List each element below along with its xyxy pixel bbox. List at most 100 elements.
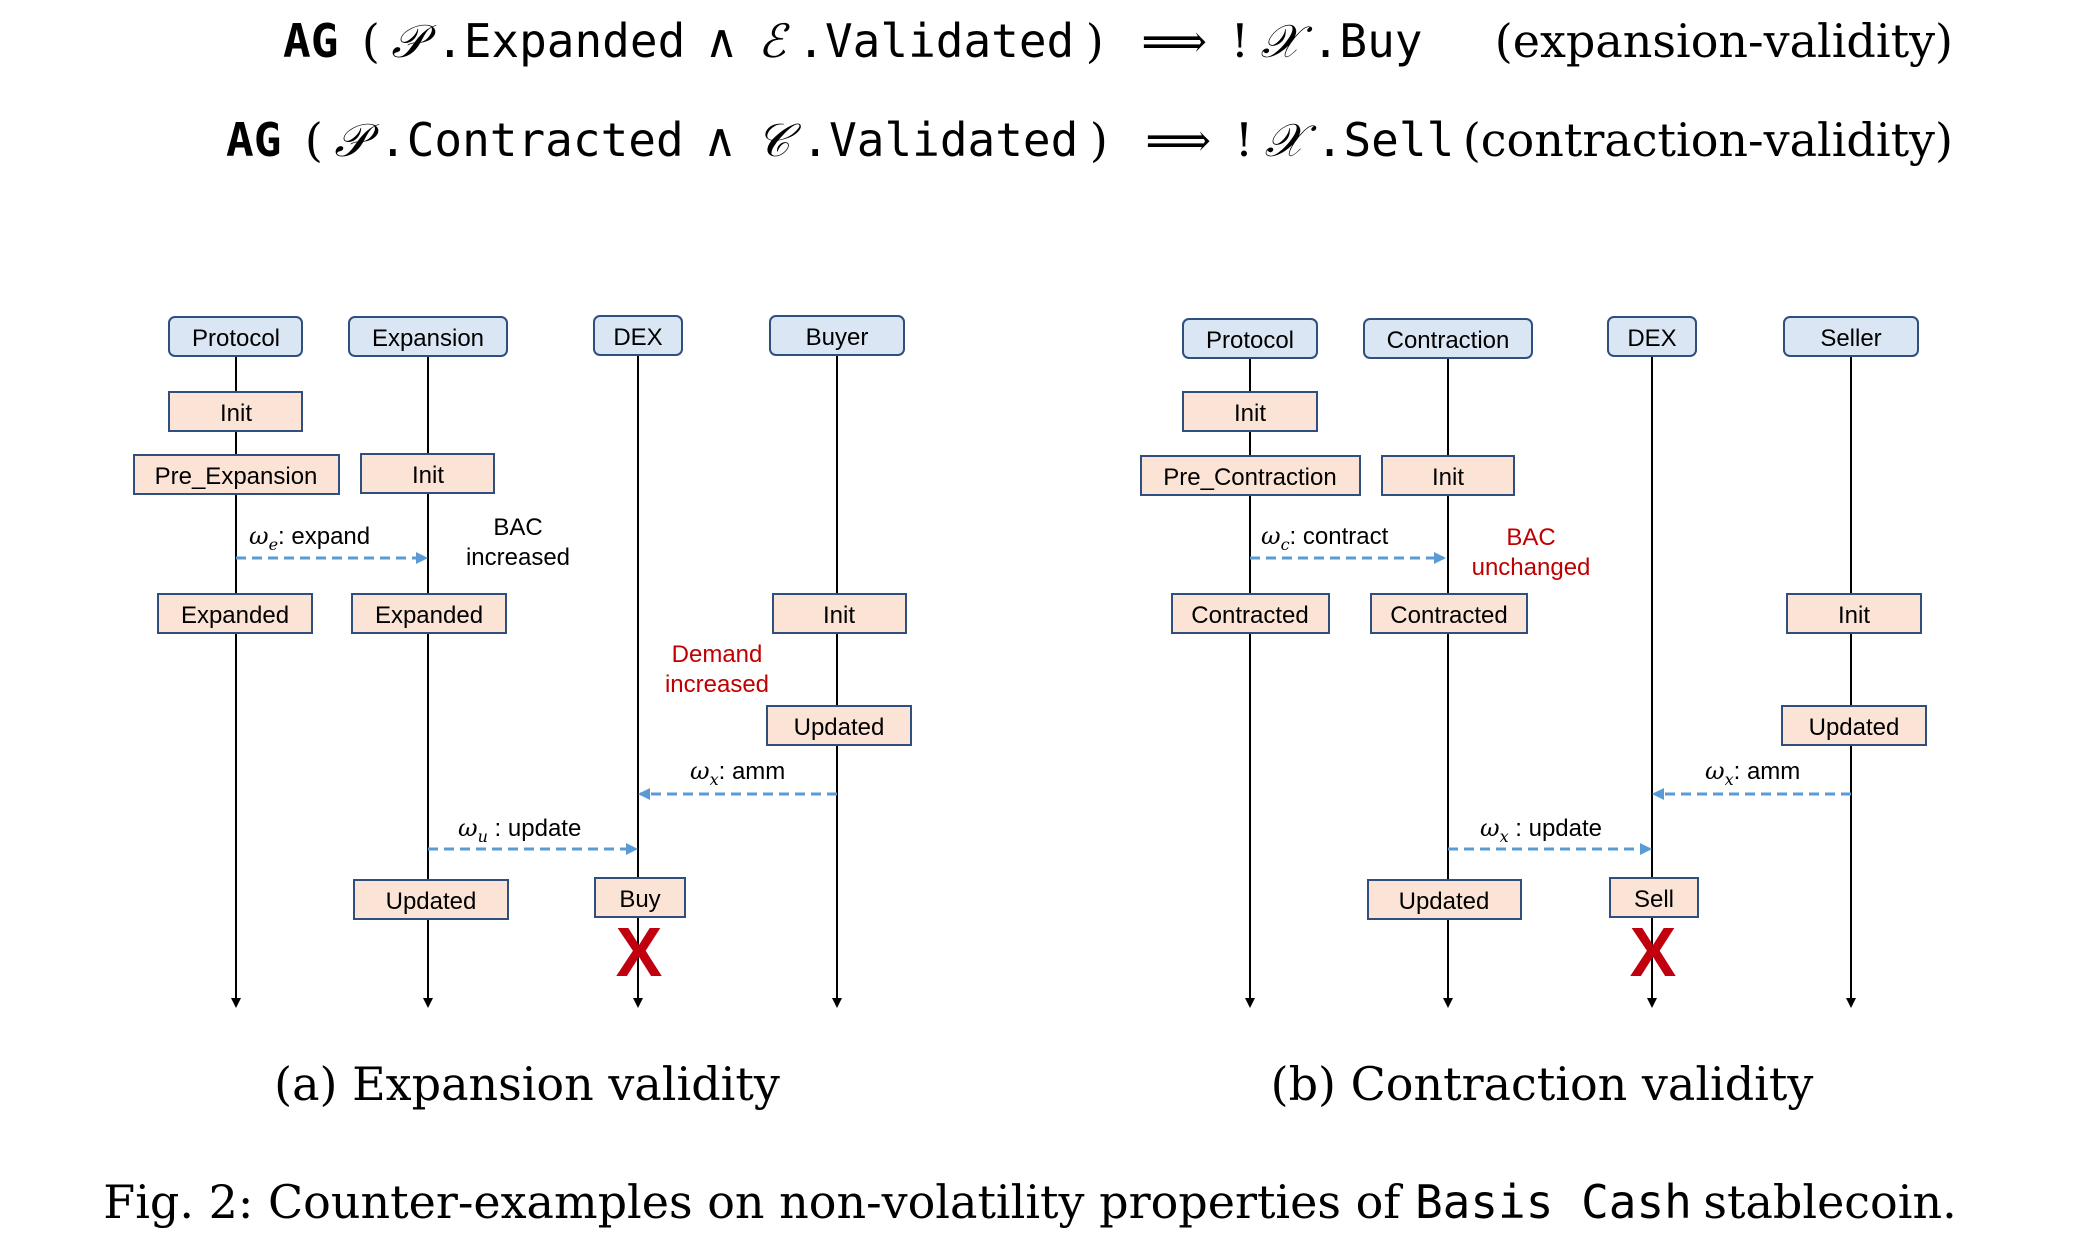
open-paren: (	[362, 14, 380, 68]
sequence-diagram-expansion: Protocol Expansion DEX Buyer Init Pre_Ex…	[133, 315, 912, 1111]
state-label: Expanded	[181, 602, 289, 629]
state-box	[360, 453, 495, 494]
header-seller-label: Seller	[1820, 325, 1881, 352]
state-box	[1367, 879, 1522, 920]
formula-contraction-validity: AG ( 𝒫 .Contracted ∧ 𝒞 .Validated ) ⟹ ! …	[226, 113, 1953, 167]
protocol-state: .Expanded	[436, 14, 685, 68]
header-expansion	[348, 316, 508, 357]
state-box	[1781, 705, 1927, 746]
sequence-diagram-contraction: Protocol Contraction DEX Seller Init Pre…	[1140, 316, 1927, 1111]
implies-operator: ⟹	[1145, 113, 1211, 167]
message-label: ωx : update	[1480, 814, 1602, 846]
header-buyer-label: Buyer	[806, 324, 869, 351]
header-protocol	[168, 316, 303, 357]
message-label: ωx: amm	[690, 757, 785, 789]
expansion-state: .Validated	[797, 14, 1074, 68]
state-label: Buy	[619, 886, 660, 913]
state-box	[353, 879, 509, 920]
header-contraction	[1363, 318, 1533, 359]
message-label: ωc: contract	[1261, 522, 1389, 554]
state-box	[1140, 455, 1361, 496]
implies-operator: ⟹	[1141, 14, 1207, 68]
state-box	[766, 705, 912, 746]
alert-note-line: unchanged	[1472, 554, 1591, 581]
ag-operator: AG	[283, 14, 338, 68]
state-label: Init	[1234, 400, 1266, 427]
header-dex	[593, 315, 683, 356]
svg-text:AG ( 𝒫 .Con: AG ( 𝒫 .Contracted ∧ 𝒞 .Validated ) ⟹ ! …	[226, 113, 1454, 167]
state-label: Pre_Expansion	[155, 463, 318, 490]
project-name: Basis Cash	[1415, 1175, 1692, 1229]
state-box	[594, 877, 686, 918]
not-operator: !	[1231, 14, 1250, 68]
state-box	[1381, 455, 1515, 496]
state-box	[168, 391, 303, 432]
and-operator: ∧	[703, 113, 737, 167]
dex-symbol: 𝒳	[1265, 113, 1317, 167]
state-box	[1786, 593, 1922, 634]
header-seller	[1783, 316, 1919, 357]
alert-note-line: increased	[665, 671, 769, 698]
header-expansion-label: Expansion	[372, 325, 484, 352]
and-operator: ∧	[705, 14, 739, 68]
state-label: Init	[823, 602, 855, 629]
state-box	[772, 593, 907, 634]
dex-action: .Buy	[1312, 14, 1423, 68]
expansion-symbol: ℰ	[758, 14, 790, 68]
state-label: Init	[220, 400, 252, 427]
state-label: Contracted	[1191, 602, 1308, 629]
not-operator: !	[1235, 113, 1254, 167]
protocol-state: .Contracted	[379, 113, 684, 167]
state-box	[1171, 593, 1330, 634]
state-box	[351, 593, 507, 634]
subfigure-caption: (a) Expansion validity	[274, 1057, 780, 1111]
state-label: Updated	[1809, 714, 1900, 741]
alert-note-line: Demand	[672, 641, 763, 668]
violation-mark: X	[616, 913, 663, 991]
violation-mark: X	[1630, 913, 1677, 991]
dex-action: .Sell	[1316, 113, 1454, 167]
header-contraction-label: Contraction	[1387, 327, 1510, 354]
state-label: Init	[412, 462, 444, 489]
figure-caption: Fig. 2: Counter-examples on non-volatili…	[103, 1175, 1956, 1229]
state-box	[1370, 593, 1528, 634]
header-protocol-label: Protocol	[192, 325, 280, 352]
subfigure-caption: (b) Contraction validity	[1271, 1057, 1814, 1111]
header-dex	[1607, 316, 1697, 357]
header-protocol	[1182, 318, 1318, 359]
state-box	[1182, 391, 1318, 432]
note-line: increased	[466, 544, 570, 571]
svg-text:AG ( 𝒫 .Exp: AG ( 𝒫 .Expanded ∧ ℰ .Validated ) ⟹ ! 𝒳 …	[283, 14, 1423, 68]
contraction-symbol: 𝒞	[756, 113, 801, 167]
state-label: Init	[1838, 602, 1870, 629]
close-paren: )	[1090, 113, 1108, 167]
state-label: Expanded	[375, 602, 483, 629]
state-label: Sell	[1634, 886, 1674, 913]
state-label: Updated	[386, 888, 477, 915]
open-paren: (	[305, 113, 323, 167]
message-label: ωu : update	[458, 814, 581, 846]
message-label: ωx: amm	[1705, 757, 1800, 789]
contraction-state: .Validated	[801, 113, 1078, 167]
state-label: Pre_Contraction	[1163, 464, 1336, 491]
ag-operator: AG	[226, 113, 281, 167]
property-label: (expansion-validity)	[1495, 14, 1953, 68]
header-dex-label: DEX	[1627, 325, 1676, 352]
state-label: Init	[1432, 464, 1464, 491]
state-label: Contracted	[1390, 602, 1507, 629]
header-buyer	[769, 315, 905, 356]
header-protocol-label: Protocol	[1206, 327, 1294, 354]
dex-symbol: 𝒳	[1261, 14, 1313, 68]
property-label: (contraction-validity)	[1463, 113, 1953, 167]
state-label: Updated	[794, 714, 885, 741]
protocol-symbol: 𝒫	[334, 113, 379, 167]
state-label: Updated	[1399, 888, 1490, 915]
state-box	[133, 454, 340, 495]
state-box	[157, 593, 313, 634]
note-line: BAC	[493, 514, 542, 541]
formula-expansion-validity: AG ( 𝒫 .Expanded ∧ ℰ .Validated ) ⟹ ! 𝒳 …	[283, 14, 1953, 68]
close-paren: )	[1086, 14, 1104, 68]
protocol-symbol: 𝒫	[391, 14, 436, 68]
state-box	[1609, 877, 1699, 918]
